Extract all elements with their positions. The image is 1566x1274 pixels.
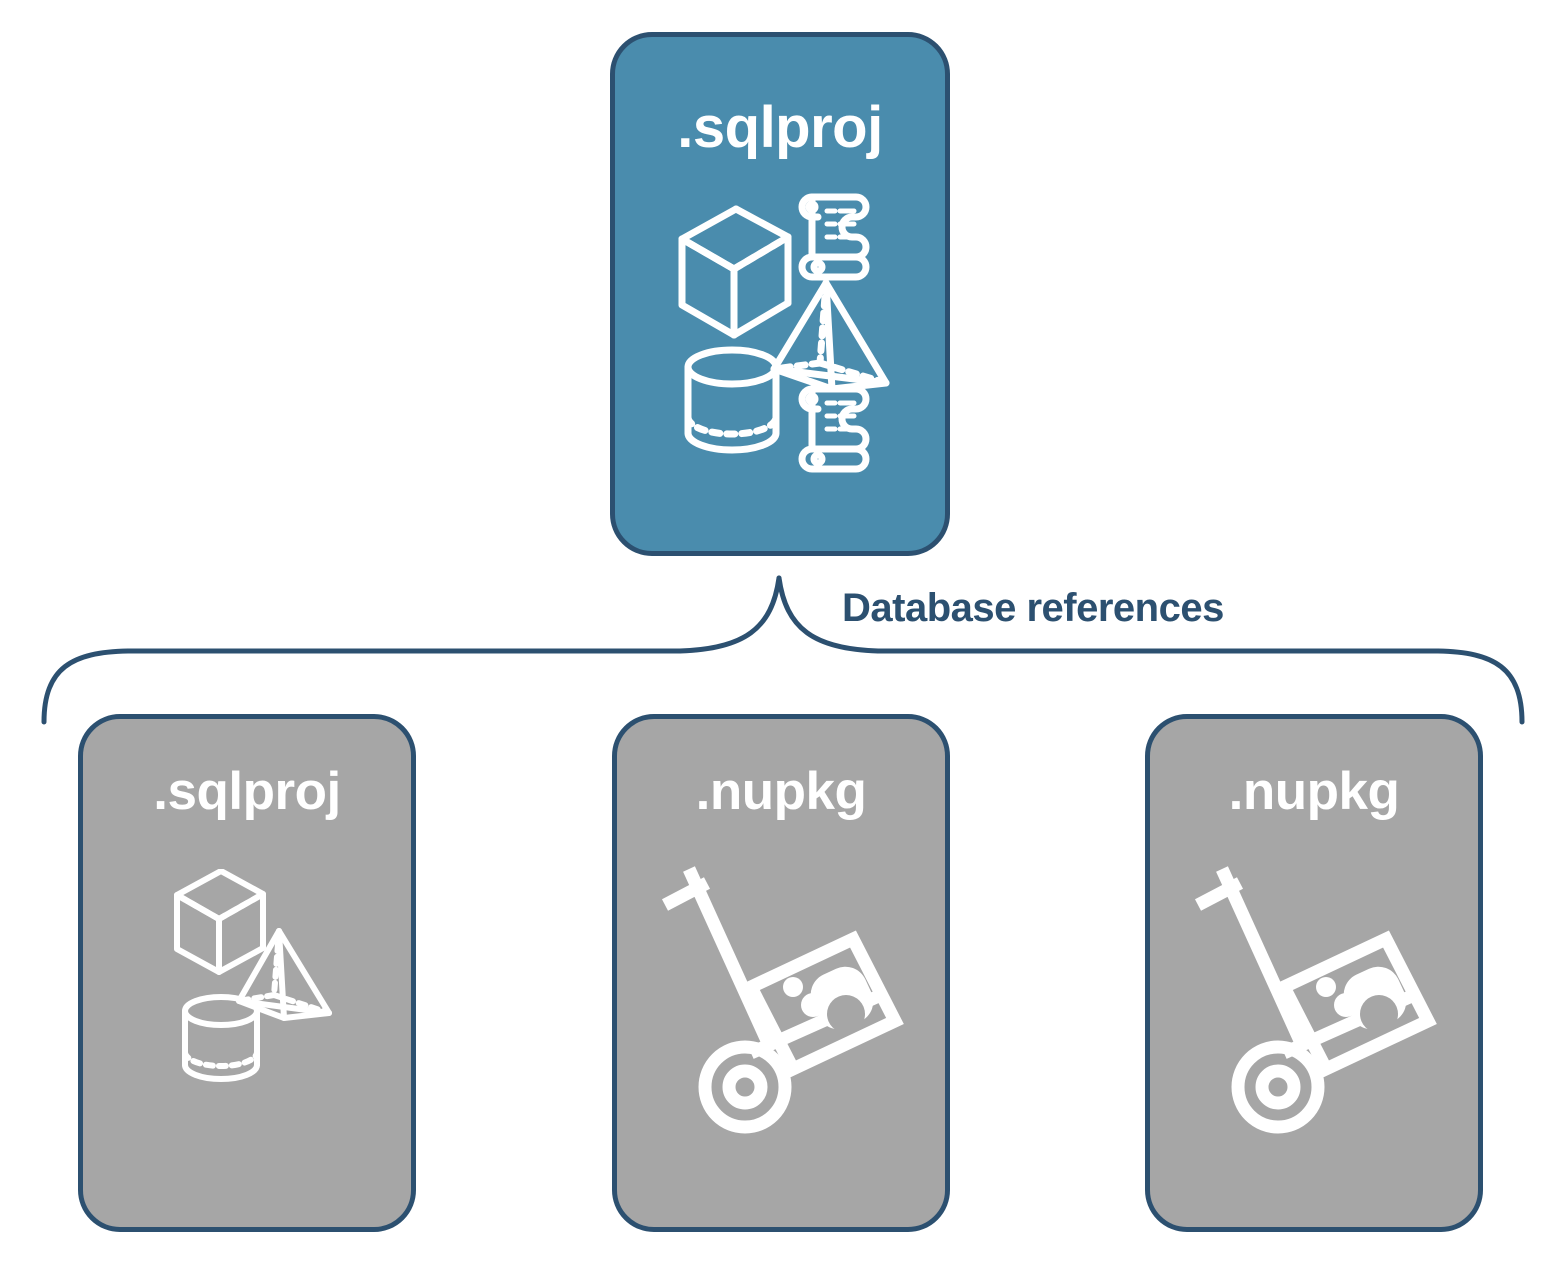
node-root-sqlproj-label: .sqlproj	[677, 95, 883, 160]
hand-truck-package-icon	[661, 866, 904, 1134]
node-child-nupkg-2[interactable]: .nupkg	[1145, 714, 1483, 1232]
node-child-sqlproj[interactable]: .sqlproj	[78, 714, 416, 1232]
cylinder-icon	[182, 994, 260, 1082]
node-root-sqlproj-icons	[615, 187, 945, 477]
node-child-sqlproj-label: .sqlproj	[153, 762, 341, 821]
node-child-sqlproj-icons	[83, 869, 411, 1089]
scroll-icon	[798, 385, 870, 473]
node-child-nupkg-2-icons	[1150, 857, 1478, 1147]
brace-left-hump	[677, 575, 782, 654]
brace-left-arm	[41, 648, 683, 725]
brace-right-arm	[875, 648, 1525, 725]
scroll-icon	[798, 193, 870, 281]
hand-truck-package-icon	[1194, 866, 1437, 1134]
node-root-sqlproj[interactable]: .sqlproj	[610, 32, 950, 556]
cube-icon	[174, 869, 266, 975]
cube-icon	[678, 205, 792, 339]
cylinder-icon	[684, 346, 780, 454]
node-child-nupkg-1[interactable]: .nupkg	[612, 714, 950, 1232]
node-child-nupkg-2-label: .nupkg	[1228, 762, 1400, 821]
node-child-nupkg-1-icons	[617, 857, 945, 1147]
connector-label-database-references: Database references	[842, 586, 1224, 630]
node-child-nupkg-1-label: .nupkg	[695, 762, 867, 821]
